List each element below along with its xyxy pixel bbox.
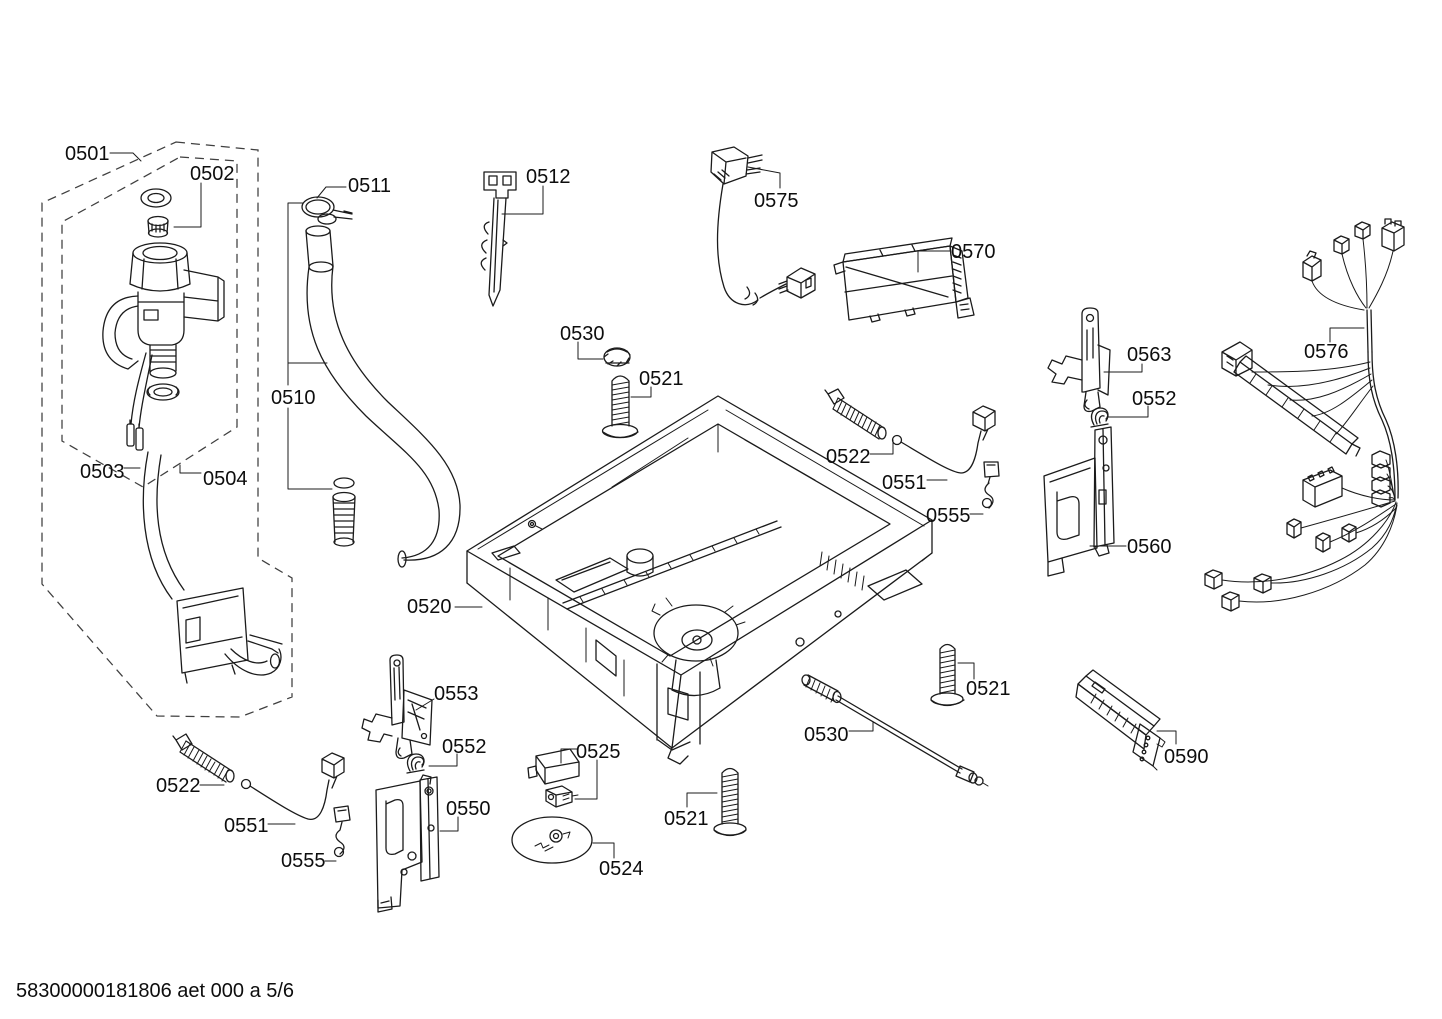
leader-0524 bbox=[592, 842, 615, 859]
part-label-0525: 0525 bbox=[576, 741, 621, 763]
part-label-0522-right: 0522 bbox=[826, 446, 871, 468]
part-label-0521-bottom: 0521 bbox=[664, 808, 709, 830]
part-0551-cable-right bbox=[891, 405, 996, 474]
part-label-0520: 0520 bbox=[407, 596, 452, 618]
part-0552-clip-left bbox=[406, 753, 425, 774]
leader-0522b bbox=[869, 439, 894, 455]
part-label-0522-left: 0522 bbox=[156, 775, 201, 797]
part-label-0521-right: 0521 bbox=[966, 678, 1011, 700]
aquastop-outer-boundary bbox=[41, 141, 293, 718]
part-label-0524: 0524 bbox=[599, 858, 644, 880]
part-0522-spring-right bbox=[824, 388, 887, 440]
part-0551-cable-left bbox=[240, 752, 345, 820]
part-0570-control-module bbox=[833, 237, 975, 323]
part-0576-wiring-harness bbox=[1204, 218, 1405, 612]
part-0512-fastening-strip bbox=[480, 171, 517, 307]
part-label-0570: 0570 bbox=[951, 241, 996, 263]
leader-0512 bbox=[501, 185, 544, 215]
part-0555-cable-holder-left bbox=[333, 805, 351, 858]
part-0511-hose-clamp bbox=[301, 196, 353, 225]
harness-rail bbox=[1221, 341, 1361, 457]
part-0524-cover-disc bbox=[511, 816, 593, 864]
part-label-0502: 0502 bbox=[190, 163, 235, 185]
part-label-0511: 0511 bbox=[348, 175, 391, 197]
part-0550-mounting-bracket-left bbox=[375, 774, 440, 913]
part-label-0555-left: 0555 bbox=[281, 850, 326, 872]
leader-0553 bbox=[415, 698, 435, 711]
leader-0530a bbox=[577, 341, 604, 360]
part-label-0530-top: 0530 bbox=[560, 323, 605, 345]
part-0590-adjustment-rail bbox=[1075, 669, 1166, 771]
document-number: 58300000181806 aet 000 a 5/6 bbox=[16, 980, 294, 1002]
part-label-0552-right: 0552 bbox=[1132, 388, 1177, 410]
leader-0501 bbox=[109, 152, 142, 162]
part-label-0512: 0512 bbox=[526, 166, 571, 188]
part-0575-power-cord bbox=[710, 146, 816, 306]
leader-0575 bbox=[747, 166, 781, 189]
leader-lines bbox=[109, 152, 1365, 862]
part-0553-hinge-bracket-left bbox=[361, 654, 433, 760]
leader-0511 bbox=[316, 186, 347, 199]
part-label-0553: 0553 bbox=[434, 683, 479, 705]
part-0502-seal-filter bbox=[140, 188, 172, 238]
part-label-0560: 0560 bbox=[1127, 536, 1172, 558]
leader-0552a bbox=[428, 753, 458, 767]
part-label-0575: 0575 bbox=[754, 190, 799, 212]
leader-0552b bbox=[1106, 405, 1149, 418]
part-labels: 0501 0502 0503 0504 0510 0511 0512 0520 … bbox=[65, 143, 1349, 880]
part-0552-clip-right bbox=[1090, 407, 1109, 428]
part-label-0551-left: 0551 bbox=[224, 815, 269, 837]
part-label-0576: 0576 bbox=[1304, 341, 1349, 363]
leader-0550 bbox=[439, 816, 459, 832]
part-0525-switch-unit bbox=[527, 748, 580, 808]
valve-body bbox=[102, 242, 225, 401]
part-0503-lead-terminals bbox=[126, 352, 153, 451]
part-0510-drain-hose bbox=[305, 225, 461, 568]
leader-0521c bbox=[957, 662, 975, 680]
leader-0530b bbox=[848, 721, 874, 732]
part-label-0563: 0563 bbox=[1127, 344, 1172, 366]
leader-0576 bbox=[1329, 327, 1365, 343]
leader-0502 bbox=[173, 182, 202, 228]
part-0560-hinge-bracket-right bbox=[1043, 426, 1115, 577]
part-0563-support-bracket bbox=[1047, 307, 1111, 413]
leader-0504 bbox=[179, 464, 202, 474]
part-0504-hose-and-plate bbox=[142, 451, 283, 684]
part-0520-base-tray bbox=[466, 395, 933, 765]
part-label-0551-right: 0551 bbox=[882, 472, 927, 494]
part-label-0504: 0504 bbox=[203, 468, 248, 490]
part-label-0510: 0510 bbox=[271, 387, 316, 409]
part-label-0555-right: 0555 bbox=[926, 505, 971, 527]
part-0521-screw-bottom bbox=[713, 767, 747, 837]
part-label-0590: 0590 bbox=[1164, 746, 1209, 768]
assembly-boundaries bbox=[41, 141, 293, 718]
part-label-0503: 0503 bbox=[80, 461, 125, 483]
part-0521-screw-right bbox=[930, 643, 965, 707]
part-0522-spring-left bbox=[172, 733, 235, 783]
part-0555-cable-holder-right bbox=[981, 461, 1000, 509]
leader-0525 bbox=[560, 748, 598, 800]
leader-0521a bbox=[630, 386, 652, 398]
leader-0510 bbox=[287, 202, 333, 490]
leader-0521b bbox=[686, 792, 718, 808]
part-label-0530-bottom: 0530 bbox=[804, 724, 849, 746]
leader-0570 bbox=[917, 250, 951, 273]
part-label-0521-top: 0521 bbox=[639, 368, 684, 390]
part-label-0550: 0550 bbox=[446, 798, 491, 820]
part-0530-adjusting-spindle bbox=[801, 674, 989, 787]
part-0501-aquastop-valve-assembly bbox=[102, 188, 283, 684]
leader-0563 bbox=[1103, 363, 1143, 373]
part-0530-spindle-nut bbox=[603, 347, 631, 367]
leader-0590 bbox=[1156, 730, 1177, 745]
part-0521-screw-top bbox=[601, 375, 639, 439]
part-label-0552-left: 0552 bbox=[442, 736, 487, 758]
part-label-0501: 0501 bbox=[65, 143, 110, 165]
